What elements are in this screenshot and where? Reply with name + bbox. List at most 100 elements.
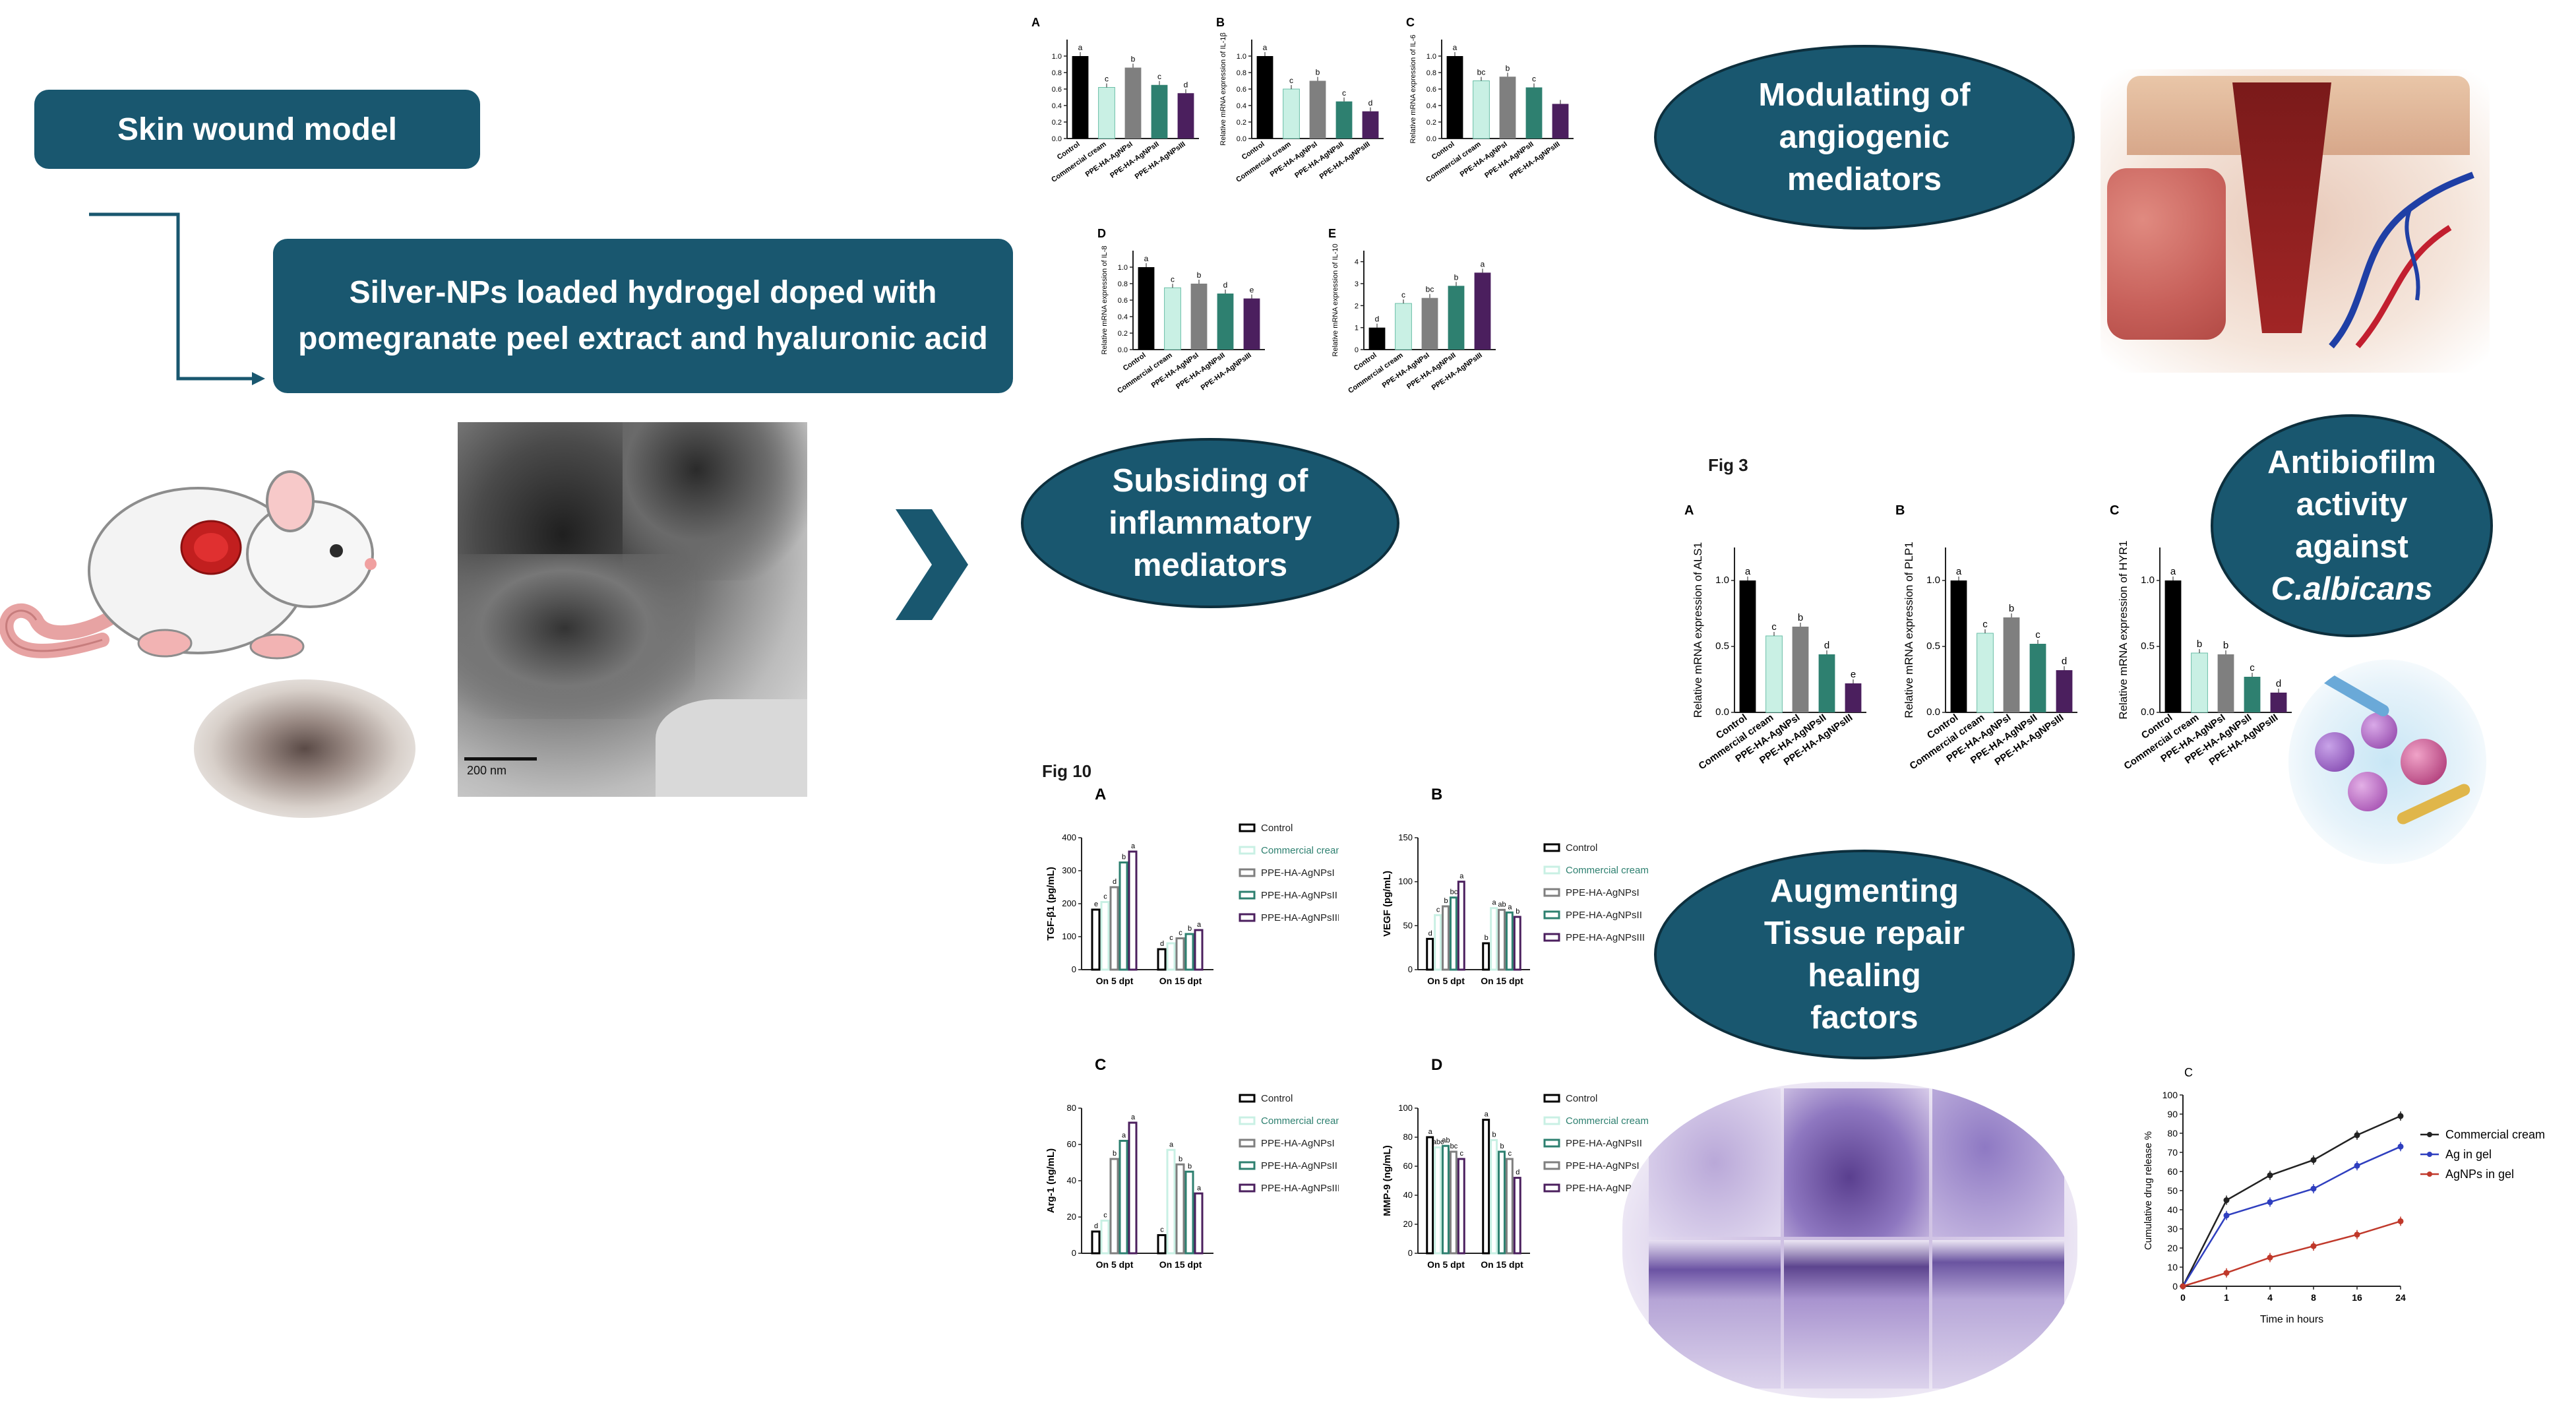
y-tick-label: 80 xyxy=(2167,1128,2178,1139)
y-tick-label: 0.0 xyxy=(1118,346,1128,354)
legend-swatch xyxy=(1239,1094,1256,1103)
bar xyxy=(1194,929,1204,971)
y-axis-label: Relative mRNA expression of IL-10 xyxy=(1332,243,1339,356)
bar xyxy=(1505,911,1514,971)
skin-wound-model-label: Skin wound model xyxy=(117,111,397,147)
bar xyxy=(1434,914,1442,971)
y-tick-label: 0.2 xyxy=(1118,330,1128,338)
significance-letter: a xyxy=(1131,1113,1136,1121)
bar xyxy=(1426,937,1434,971)
x-tick-label: 0 xyxy=(2180,1292,2186,1303)
y-tick-label: 40 xyxy=(2167,1204,2178,1215)
y-tick-label: 20 xyxy=(1067,1212,1076,1222)
bar xyxy=(1124,67,1142,139)
significance-letter: abc xyxy=(1432,1138,1444,1146)
significance-letter: bc xyxy=(1477,68,1486,77)
significance-letter: c xyxy=(1771,621,1777,633)
x-tick-label: On 5 dpt xyxy=(1427,976,1465,986)
bar xyxy=(2191,652,2208,713)
x-tick-label: On 15 dpt xyxy=(1159,1259,1202,1270)
significance-letter: c xyxy=(1160,1226,1164,1234)
skin-illustration xyxy=(2101,69,2490,373)
y-tick-label: 0.0 xyxy=(2141,706,2155,718)
significance-letter: b xyxy=(1500,1142,1504,1150)
bar xyxy=(2056,670,2073,712)
legend-swatch xyxy=(1543,933,1560,942)
legend-label: PPE-HA-AgNPsII xyxy=(1566,910,1642,921)
y-tick-label: 0.0 xyxy=(1237,135,1246,143)
y-tick-label: 100 xyxy=(1398,877,1413,887)
y-tick-label: 0.4 xyxy=(1426,102,1436,110)
significance-letter: a xyxy=(1481,259,1485,268)
bar xyxy=(1368,327,1386,350)
tem-scale-bar xyxy=(464,757,537,761)
y-tick-label: 1.0 xyxy=(1118,264,1128,272)
bar xyxy=(1473,80,1490,139)
significance-letter: a xyxy=(1453,43,1457,52)
bar xyxy=(1119,1140,1128,1255)
significance-letter: a xyxy=(1492,899,1497,907)
significance-letter: a xyxy=(1197,1184,1202,1192)
significance-letter: b xyxy=(2223,640,2228,651)
y-tick-label: 0.5 xyxy=(1926,640,1940,652)
significance-letter: c xyxy=(1342,88,1346,98)
x-tick-label: 16 xyxy=(2352,1292,2362,1303)
y-axis-label: VEGF (pg/mL) xyxy=(1382,871,1393,937)
y-tick-label: 2 xyxy=(1355,302,1359,310)
x-tick-label: On 5 dpt xyxy=(1096,976,1134,986)
fig3-label: Fig 3 xyxy=(1708,455,1748,475)
panel-letter: E xyxy=(1328,227,1336,240)
legend-swatch xyxy=(1543,1116,1560,1125)
bar xyxy=(1442,1144,1450,1255)
legend-swatch xyxy=(1543,888,1560,897)
significance-letter: bc xyxy=(1450,889,1458,896)
y-tick-label: 80 xyxy=(1067,1103,1076,1113)
connector-arrow xyxy=(89,212,265,385)
significance-letter: b xyxy=(1188,1162,1192,1170)
bar xyxy=(1482,942,1490,971)
bar xyxy=(1190,284,1208,350)
histology-montage xyxy=(1622,1082,2077,1398)
series-line xyxy=(2182,1115,2401,1287)
significance-letter: a xyxy=(1508,903,1512,911)
y-tick-label: 0.8 xyxy=(1426,69,1436,77)
legend-label: PPE-HA-AgNPsI xyxy=(1261,1138,1335,1149)
significance-letter: d xyxy=(1184,80,1188,89)
y-tick-label: 10 xyxy=(2167,1262,2178,1272)
significance-letter: c xyxy=(1105,75,1109,84)
hydrogel-label: Silver-NPs loaded hydrogel doped with po… xyxy=(298,275,988,356)
bar xyxy=(1098,87,1115,139)
bar xyxy=(2029,644,2046,712)
bar xyxy=(1765,635,1783,713)
significance-letter: c xyxy=(2035,629,2040,640)
y-axis-label: Relative mRNA expression of ALS1 xyxy=(1692,542,1704,718)
bar xyxy=(1157,1234,1167,1255)
bar xyxy=(1072,56,1089,139)
significance-letter: e xyxy=(1851,669,1856,680)
legend-label: AgNPs in gel xyxy=(2445,1168,2514,1181)
legend-label: PPE-HA-AgNPsII xyxy=(1261,890,1337,901)
significance-letter: c xyxy=(1103,1212,1107,1220)
significance-letter: b xyxy=(1197,270,1202,280)
legend-label: Control xyxy=(1261,1093,1293,1104)
significance-letter: a xyxy=(1459,873,1464,881)
y-tick-label: 0.8 xyxy=(1052,69,1062,77)
significance-letter: bc xyxy=(1426,285,1434,294)
y-tick-label: 0.5 xyxy=(1715,640,1729,652)
bar xyxy=(1513,916,1521,971)
legend-label: Commercial cream xyxy=(1261,845,1339,856)
bar xyxy=(1177,93,1194,139)
fig10-label: Fig 10 xyxy=(1042,761,1092,781)
significance-letter: bc xyxy=(1450,1142,1458,1150)
y-tick-label: 50 xyxy=(1403,920,1413,930)
